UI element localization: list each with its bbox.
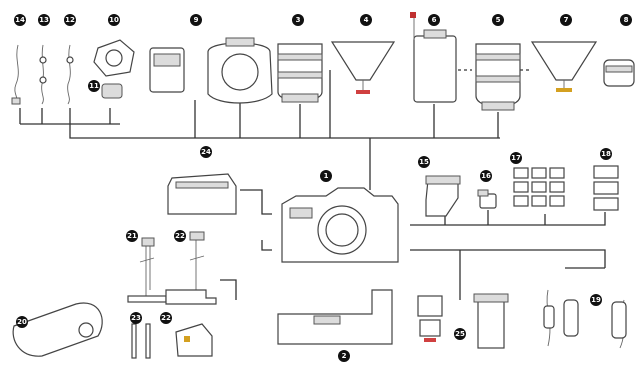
badge-tripod-stand-right: 22 — [174, 230, 186, 242]
badge-wireless-unit-label: 6 — [432, 16, 437, 24]
badge-strap-c: 14 — [14, 14, 26, 26]
bag-strap-item — [12, 302, 103, 357]
badge-lens-top-right-label: 5 — [496, 16, 501, 24]
badge-lens-hood-adapter-label: 10 — [109, 16, 119, 24]
tripod-top-right-item — [530, 41, 598, 92]
lens-top-left-item — [277, 43, 323, 103]
ac-adapter-item — [167, 173, 237, 215]
badge-battery-grip-label: 2 — [342, 352, 347, 360]
badge-tripod-stand-left: 21 — [126, 230, 138, 242]
badge-bag-strap-label: 20 — [17, 318, 27, 326]
badge-tripod-stand-left-label: 21 — [127, 232, 137, 240]
badge-viewfinder-label: 15 — [419, 158, 429, 166]
badge-lens-top-left-label: 3 — [296, 16, 301, 24]
badge-wireless-unit: 6 — [428, 14, 440, 26]
badge-lens-top-left: 3 — [292, 14, 304, 26]
connection-lines — [19, 69, 606, 300]
eyecup-item — [477, 189, 497, 209]
badge-remote-base: 22 — [160, 312, 172, 324]
flash-ring-item — [149, 37, 273, 104]
badge-flash-ring-label: 9 — [194, 16, 199, 24]
badge-battery-grip: 2 — [338, 350, 350, 362]
remote-cords-item — [543, 289, 627, 349]
external-flash-item — [417, 295, 443, 342]
badge-eyecup-label: 16 — [481, 172, 491, 180]
lens-hood-adapter-item — [93, 39, 135, 99]
badge-tripod-top-left: 4 — [360, 14, 372, 26]
badge-small-lens: 8 — [620, 14, 632, 26]
battery-grip-item — [277, 289, 393, 345]
badge-viewfinder: 15 — [418, 156, 430, 168]
badge-remote-cords-label: 19 — [591, 296, 601, 304]
wireless-unit-item — [410, 12, 457, 103]
badge-external-flash-label: 25 — [455, 330, 465, 338]
charger-item — [473, 293, 509, 349]
badge-strap-c-label: 14 — [15, 16, 25, 24]
badge-tripod-top-right-label: 7 — [564, 16, 569, 24]
badge-ac-adapter: 24 — [200, 146, 212, 158]
badge-flash-ring: 9 — [190, 14, 202, 26]
cable-rods-item — [131, 323, 151, 359]
strap-a-item — [66, 44, 74, 105]
camera-body-item — [281, 187, 399, 263]
badge-camera-body: 1 — [320, 170, 332, 182]
badge-external-flash: 25 — [454, 328, 466, 340]
badge-tripod-top-left-label: 4 — [364, 16, 369, 24]
badge-memory-cards: 17 — [510, 152, 522, 164]
battery-pack-item — [593, 165, 619, 211]
tripod-stand-right-item — [165, 231, 217, 305]
badge-bag-strap: 20 — [16, 316, 28, 328]
badge-battery-pack-label: 18 — [601, 150, 611, 158]
strap-b-item — [39, 44, 47, 105]
badge-camera-body-label: 1 — [324, 172, 329, 180]
badge-strap-b-label: 13 — [39, 16, 49, 24]
badge-lens-top-right: 5 — [492, 14, 504, 26]
badge-small-mount-label: 11 — [89, 82, 99, 90]
badge-ac-adapter-label: 24 — [201, 148, 211, 156]
badge-memory-cards-label: 17 — [511, 154, 521, 162]
badge-cable-rods: 23 — [130, 312, 142, 324]
badge-small-lens-label: 8 — [624, 16, 629, 24]
badge-small-mount: 11 — [88, 80, 100, 92]
badge-eyecup: 16 — [480, 170, 492, 182]
badge-remote-cords: 19 — [590, 294, 602, 306]
small-lens-item — [603, 59, 635, 87]
badge-tripod-top-right: 7 — [560, 14, 572, 26]
remote-base-item — [175, 323, 213, 357]
badge-lens-hood-adapter: 10 — [108, 14, 120, 26]
strap-c-item — [11, 44, 21, 105]
badge-remote-base-label: 22 — [161, 314, 171, 322]
badge-strap-a-label: 12 — [65, 16, 75, 24]
badge-strap-b: 13 — [38, 14, 50, 26]
lens-top-right-item — [475, 43, 521, 111]
memory-cards-item — [513, 167, 565, 207]
tripod-stand-left-item — [127, 237, 167, 303]
tripod-top-left-item — [330, 41, 396, 94]
badge-strap-a: 12 — [64, 14, 76, 26]
badge-battery-pack: 18 — [600, 148, 612, 160]
badge-cable-rods-label: 23 — [131, 314, 141, 322]
viewfinder-item — [425, 175, 461, 217]
badge-tripod-stand-right-label: 22 — [175, 232, 185, 240]
